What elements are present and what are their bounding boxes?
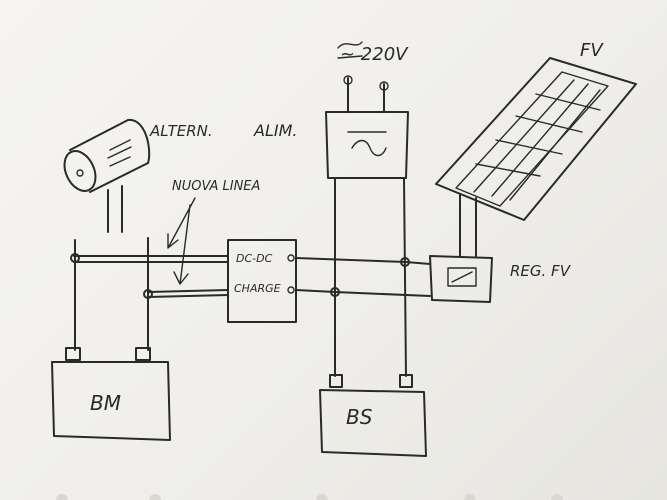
paper-hole-4 xyxy=(464,494,476,500)
node-6 xyxy=(287,286,295,294)
dcdc-label-top: DC-DC xyxy=(236,252,273,265)
node-1 xyxy=(70,253,80,263)
alternator-symbol xyxy=(63,118,151,233)
dcdc-box xyxy=(227,239,297,323)
node-2 xyxy=(143,289,153,299)
bm-terminal-1 xyxy=(65,347,81,361)
dcdc-label-bottom: CHARGE xyxy=(234,282,281,295)
bm-battery xyxy=(51,361,171,441)
battery-main-label: BM xyxy=(90,391,121,415)
paper-hole-5 xyxy=(551,494,563,500)
pv-regulator-symbol xyxy=(447,267,477,287)
paper-hole-1 xyxy=(56,494,68,500)
paper-hole-2 xyxy=(149,494,161,500)
node-3 xyxy=(330,287,340,297)
mains-terminal-2 xyxy=(379,81,389,91)
node-4 xyxy=(400,257,410,267)
bm-terminal-2 xyxy=(135,347,151,361)
battery-service-label: BS xyxy=(346,405,373,429)
solar-panel xyxy=(435,57,637,257)
new-line-arrow-1 xyxy=(167,197,196,249)
psu-box xyxy=(325,111,409,179)
bs-terminal-1 xyxy=(329,374,343,388)
new-line-label: NUOVA LINEA xyxy=(172,179,260,194)
psu-label: ALIM. xyxy=(253,121,297,140)
psu-symbol xyxy=(347,131,387,157)
new-line-bottom xyxy=(147,289,229,298)
node-5 xyxy=(287,254,295,262)
dcdc-out-bottom xyxy=(295,289,431,297)
mains-label: ~ 220V xyxy=(340,44,409,65)
pv-regulator-label: REG. FV xyxy=(510,262,572,280)
alternator-label: ALTERN. xyxy=(149,122,213,140)
bs-terminal-2 xyxy=(399,374,413,388)
dcdc-out-top xyxy=(295,257,431,265)
new-line-top xyxy=(73,255,229,263)
mains-terminal-1 xyxy=(343,75,353,85)
bs-battery xyxy=(319,389,427,457)
new-line-arrow-2 xyxy=(173,204,191,285)
paper-hole-3 xyxy=(316,494,328,500)
pv-label: FV xyxy=(580,40,604,61)
ac-symbol xyxy=(337,41,363,59)
pv-regulator-box xyxy=(429,255,493,303)
bs-wire-right xyxy=(403,177,407,377)
